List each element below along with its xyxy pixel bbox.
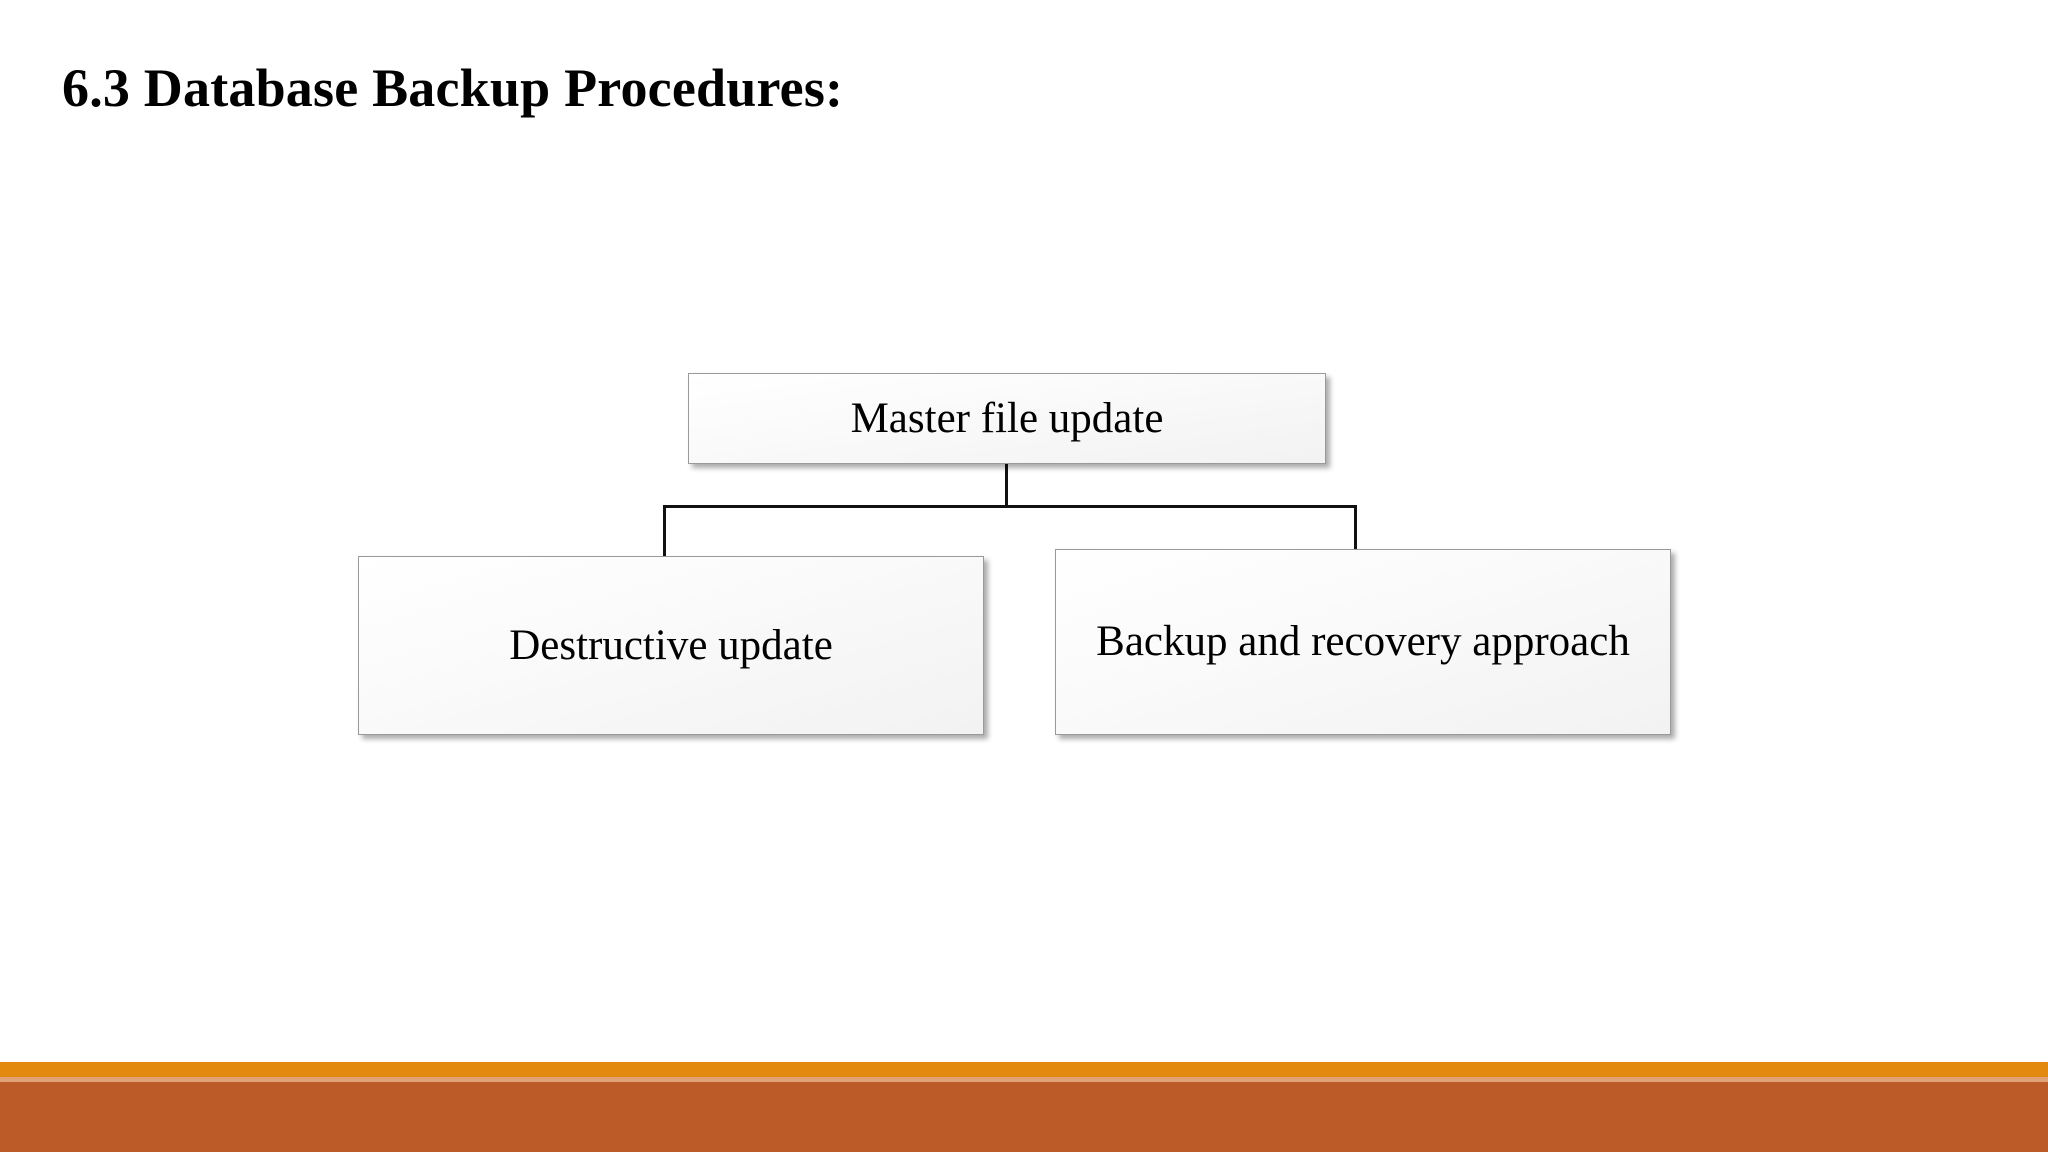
footer-band-brick: [0, 1082, 2048, 1152]
footer-band-hairline: [0, 1077, 2048, 1082]
page-title: 6.3 Database Backup Procedures:: [62, 58, 844, 118]
diagram-node-backup-and-recovery-approach[interactable]: Backup and recovery approach: [1055, 549, 1671, 735]
connector-drop-left: [663, 505, 666, 557]
connector-root-stem: [1005, 464, 1008, 508]
connector-bus: [663, 505, 1357, 508]
connector-drop-right: [1354, 505, 1357, 550]
footer-band-orange: [0, 1062, 2048, 1077]
diagram-node-master-file-update[interactable]: Master file update: [688, 373, 1326, 464]
diagram-node-destructive-update[interactable]: Destructive update: [358, 556, 984, 735]
